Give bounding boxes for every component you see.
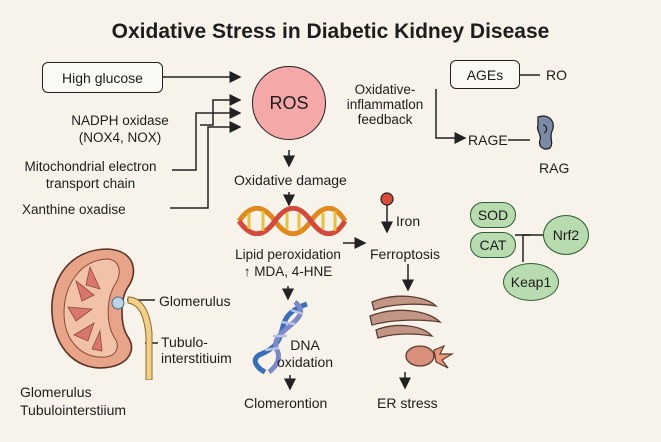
- keap1-node: Keap1: [503, 263, 559, 301]
- oxidative-damage-label: Oxidative damage: [234, 172, 347, 188]
- sod-pill: SOD: [470, 202, 516, 228]
- glomerulus-label: Glomerulus: [159, 293, 231, 309]
- mitochondrial-etc-label: Mitochondrial electron transport chain: [8, 158, 173, 192]
- high-glucose-box: High glucose: [42, 62, 163, 93]
- caption-line1: Glomerulus: [20, 384, 92, 400]
- iron-label: Iron: [396, 213, 421, 229]
- lipid-line2: ↑ MDA, 4-HNE: [243, 264, 333, 279]
- feedback-line1: Oxidative-: [354, 82, 416, 97]
- nadph-oxidase-label: NADPH oxidase (NOX4, NOX): [40, 112, 200, 146]
- feedback-line3: feedback: [357, 112, 413, 127]
- er-stress-label: ER stress: [377, 395, 438, 411]
- lipid-helix-icon: [237, 206, 347, 236]
- caption-line2: Tubulointerstiium: [20, 402, 127, 418]
- xanthine-oxidase-label: Xanthine oxadise: [22, 202, 126, 217]
- tubulo-line1: Tubulo-: [161, 334, 208, 350]
- feedback-label: Oxidative- inflammatlon feedback: [335, 82, 435, 127]
- mito-line1: Mitochondrial electron: [24, 159, 157, 174]
- arrow-ages-rage: [435, 89, 467, 144]
- arrow-mito-ros: [172, 107, 242, 171]
- kidney-illustration-icon: [51, 248, 153, 380]
- mito-line2: transport chain: [45, 176, 136, 191]
- clomerontion-label: Clomerontion: [244, 395, 328, 411]
- diagram-title: Oxidative Stress in Diabetic Kidney Dise…: [111, 20, 550, 43]
- nadph-line2: (NOX4, NOX): [78, 130, 162, 145]
- feedback-line2: inflammatlon: [346, 97, 424, 112]
- cat-pill: CAT: [470, 232, 516, 258]
- mitochondria-er-icon: [369, 295, 455, 369]
- rage-label: RAGE: [468, 132, 508, 148]
- iron-pin-icon: [380, 192, 394, 212]
- lipid-peroxidation-label: Lipid peroxidation ↑ MDA, 4-HNE: [223, 246, 353, 280]
- ferroptosis-label: Ferroptosis: [370, 246, 441, 262]
- ro-label: RO: [546, 67, 567, 83]
- dna-oxidation-label: DNA oxidation: [270, 337, 340, 371]
- arrow-xanthine-ros: [170, 121, 242, 209]
- rag-label: RAG: [539, 160, 570, 176]
- dna-helix-icon: [252, 300, 308, 375]
- tubulointerstitium-label: Tubulo- interstitiuim: [161, 334, 232, 366]
- tubulo-line2: interstitiuim: [161, 350, 232, 366]
- lipid-line1: Lipid peroxidation: [235, 247, 341, 262]
- nrf2-node: Nrf2: [543, 215, 589, 255]
- ages-box: AGEs: [450, 60, 520, 89]
- ros-node: ROS: [252, 66, 326, 140]
- dna-line2: oxidation: [276, 354, 334, 370]
- nadph-line1: NADPH oxidase: [71, 113, 169, 128]
- kidney-caption: Glomerulus Tubulointerstiium: [20, 383, 126, 419]
- dna-line1: DNA: [290, 337, 320, 353]
- rage-receptor-icon: [536, 115, 554, 150]
